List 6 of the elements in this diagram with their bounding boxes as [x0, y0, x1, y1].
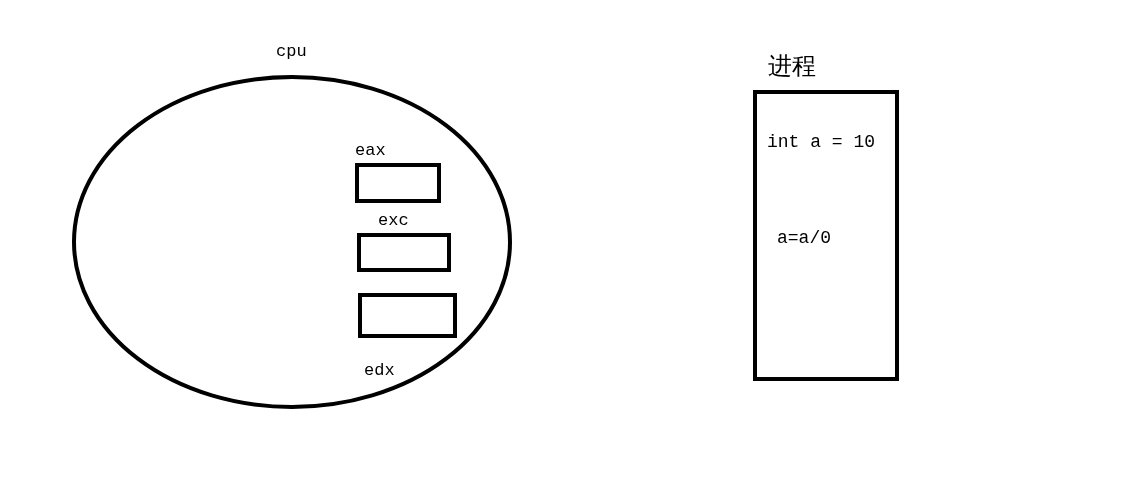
register-label: eax [355, 141, 386, 161]
code-line: int a = 10 [767, 132, 876, 152]
register-label: exc [378, 211, 409, 231]
ellipse-heading: cpu [276, 42, 307, 62]
register-label: edx [364, 361, 395, 381]
code-line: a=a/0 [777, 228, 831, 248]
